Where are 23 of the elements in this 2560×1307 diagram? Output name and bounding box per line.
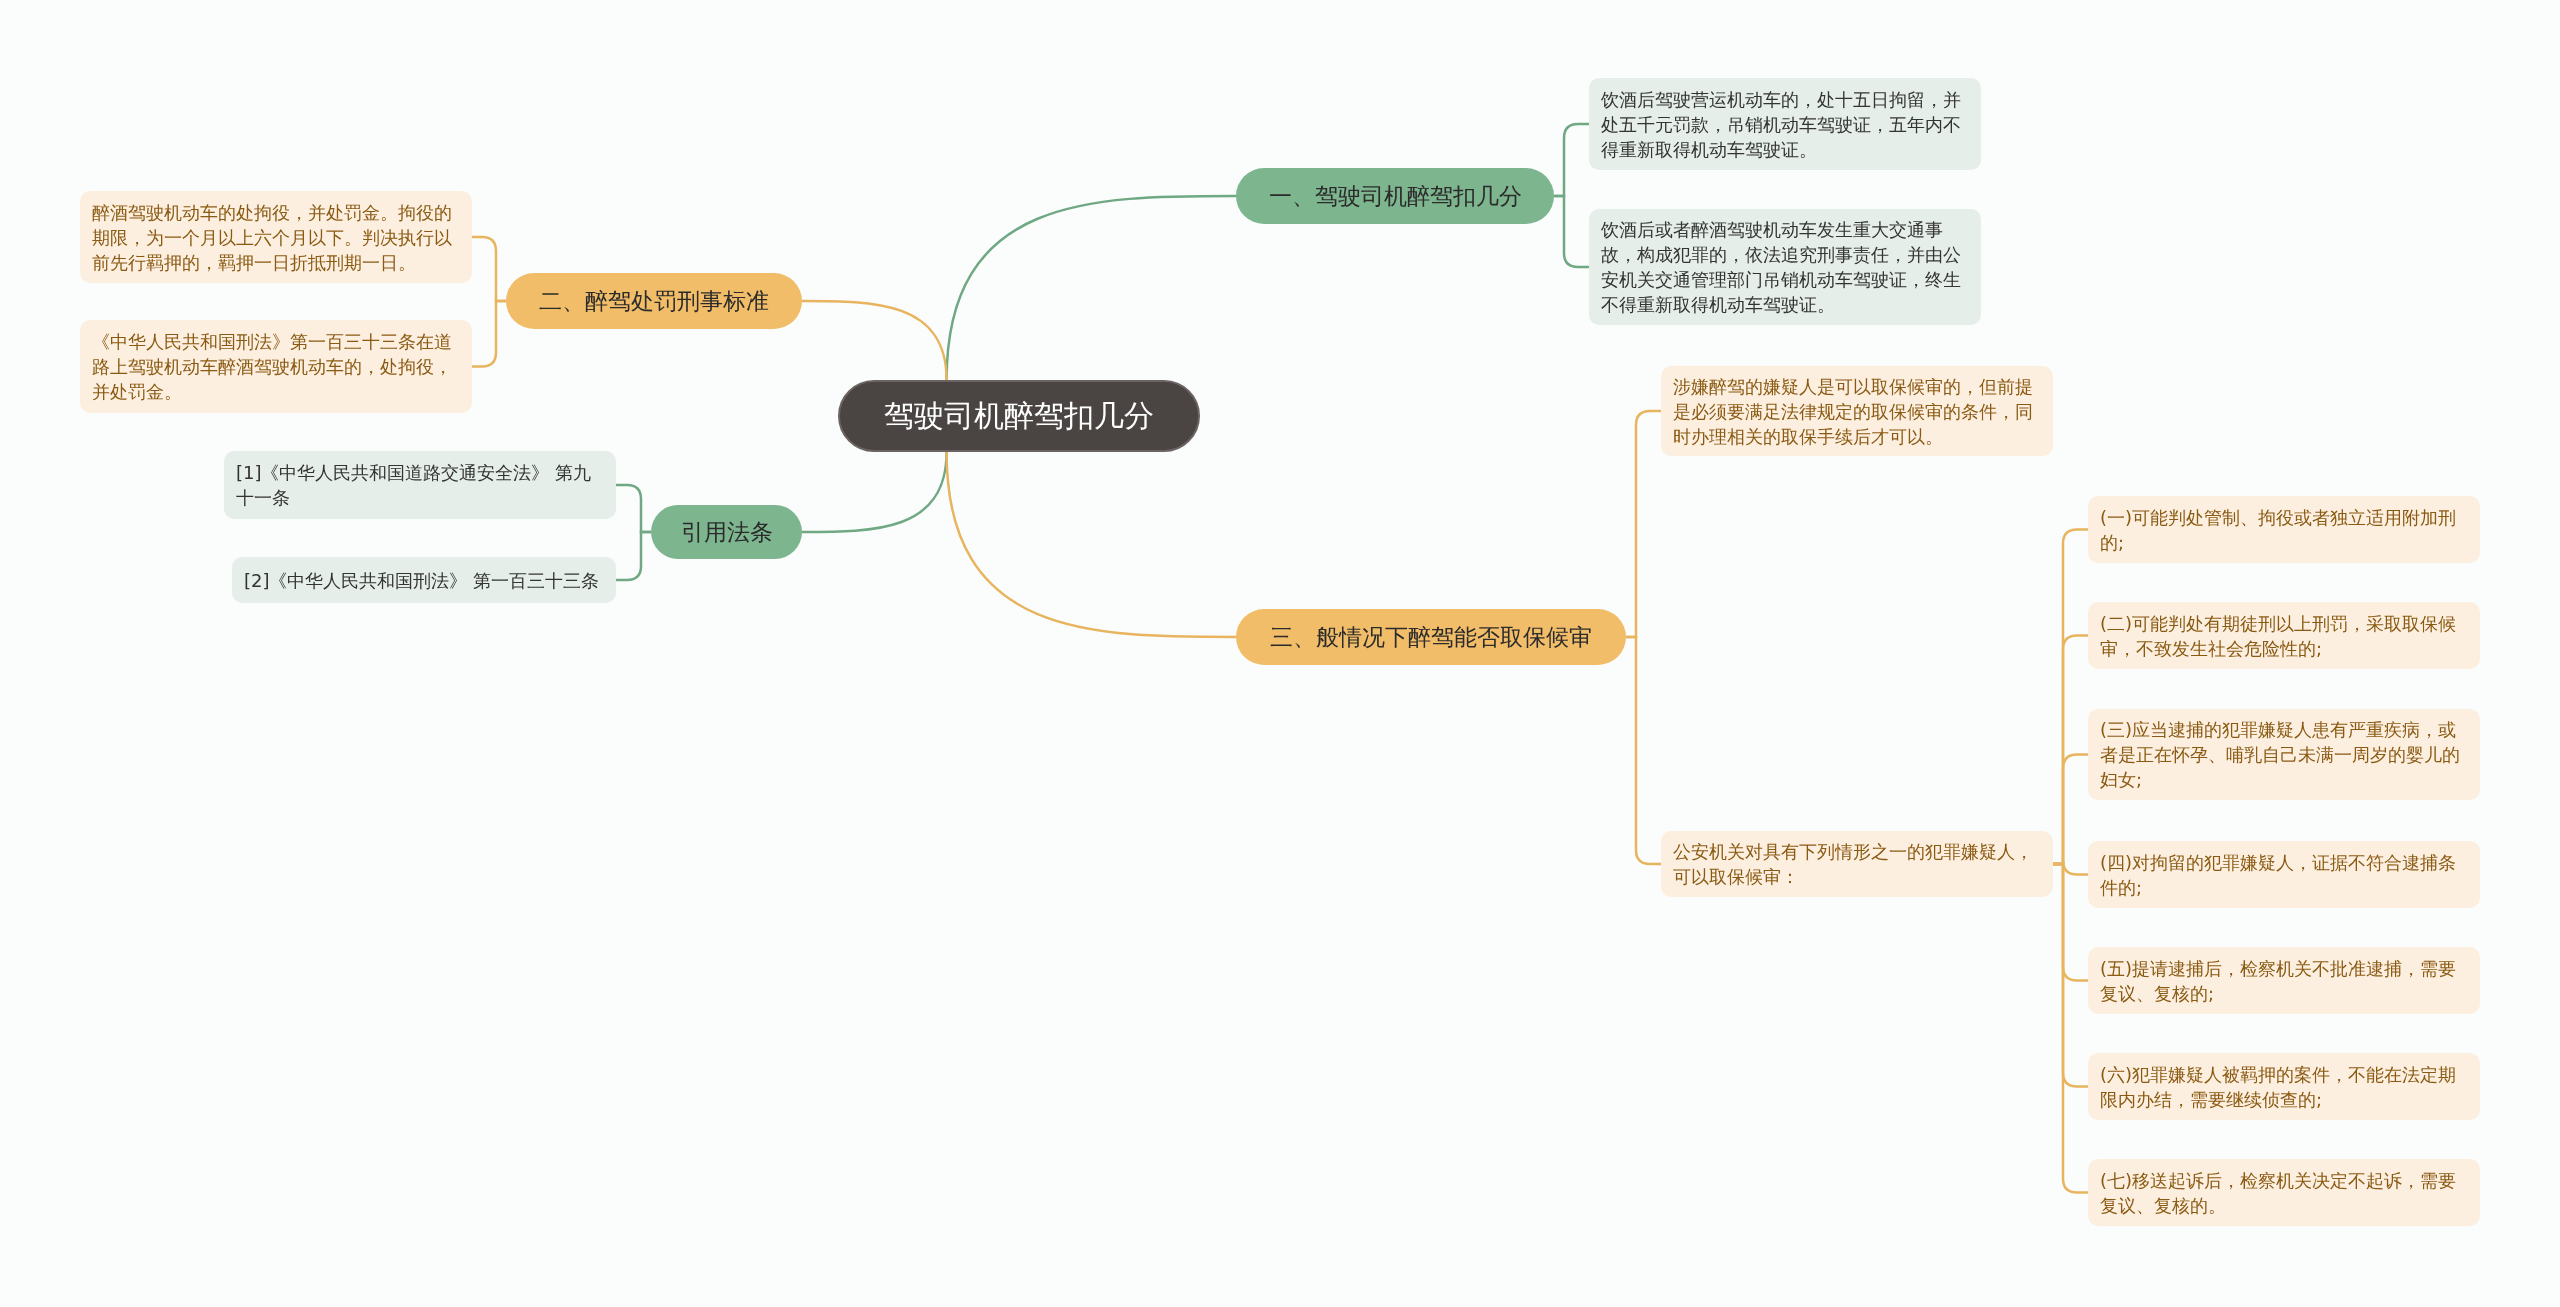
note-box: [1]《中华人民共和国道路交通安全法》 第九十一条 [224,451,616,519]
connector-line [802,299,948,381]
note-box: [2]《中华人民共和国刑法》 第一百三十三条 [232,557,616,603]
connector-line [945,451,1236,639]
central-topic: 驾驶司机醉驾扣几分 [838,380,1200,452]
note-box: 公安机关对具有下列情形之一的犯罪嫌疑人，可以取保候审： [1661,831,2053,897]
note-box: (七)移送起诉后，检察机关决定不起诉，需要复议、复核的。 [2088,1159,2480,1226]
note-box: (六)犯罪嫌疑人被羁押的案件，不能在法定期限内办结，需要继续侦查的; [2088,1053,2480,1120]
connector-line [616,530,651,582]
note-box: (五)提请逮捕后，检察机关不批准逮捕，需要复议、复核的; [2088,947,2480,1014]
note-box: (三)应当逮捕的犯罪嫌疑人患有严重疾病，或者是正在怀孕、哺乳自己未满一周岁的婴儿的妇女; [2088,709,2480,800]
branch-topic: 一、驾驶司机醉驾扣几分 [1236,168,1554,224]
note-box: 饮酒后或者醉酒驾驶机动车发生重大交通事故，构成犯罪的，依法追究刑事责任，并由公安机关交通管理部门吊销机动车驾驶证，终生不得重新取得机动车驾驶证。 [1589,209,1981,325]
branch-topic: 三、般情况下醉驾能否取保候审 [1236,609,1626,665]
branch-topic: 引用法条 [651,505,802,559]
note-box: 醉酒驾驶机动车的处拘役，并处罚金。拘役的期限，为一个月以上六个月以下。判决执行以前先行羁押的，羁押一日折抵刑期一日。 [80,191,472,283]
note-box: 涉嫌醉驾的嫌疑人是可以取保候审的，但前提是必须要满足法律规定的取保候审的条件，同时办理相关的取保手续后才可以。 [1661,366,2053,456]
note-box: (四)对拘留的犯罪嫌疑人，证据不符合逮捕条件的; [2088,841,2480,908]
note-box: (一)可能判处管制、拘役或者独立适用附加刑的; [2088,496,2480,563]
branch-topic: 二、醉驾处罚刑事标准 [506,273,802,329]
note-box: 《中华人民共和国刑法》第一百三十三条在道路上驾驶机动车醉酒驾驶机动车的，处拘役，并处罚金。 [80,320,472,413]
note-box: (二)可能判处有期徒刑以上刑罚，采取取保候审，不致发生社会危险性的; [2088,602,2480,669]
note-box: 饮酒后驾驶营运机动车的，处十五日拘留，并处五千元罚款，吊销机动车驾驶证，五年内不得重新取得机动车驾驶证。 [1589,78,1981,170]
